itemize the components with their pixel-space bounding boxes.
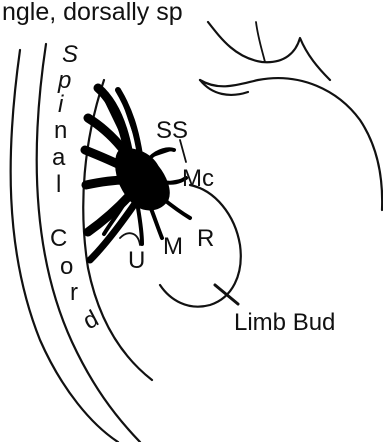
caption-fragment: ngle, dorsally sp <box>2 0 183 26</box>
label-m: M <box>163 233 183 260</box>
spinal-letter-s: S <box>62 41 78 68</box>
spinal-letter-l: l <box>56 171 61 198</box>
label-ss: SS <box>156 117 188 144</box>
nerve-branch-m <box>150 206 162 238</box>
label-mc: Mc <box>182 165 214 192</box>
spinal-letter-i: i <box>58 91 64 118</box>
dorsal-structure-branch <box>256 22 265 62</box>
u-pointer <box>120 233 140 245</box>
spinal-letter-o: o <box>60 253 73 280</box>
label-limb-bud: Limb Bud <box>234 309 335 336</box>
body-wall-curve <box>200 78 382 210</box>
label-r: R <box>197 225 214 252</box>
dorsal-structure-curve <box>208 22 330 80</box>
spinal-letter-r: r <box>70 279 78 306</box>
nerve-branch-r <box>162 198 190 218</box>
spinal-letter-p: p <box>57 67 71 94</box>
nerve-root-4 <box>86 180 126 185</box>
nerve-branch-upper <box>150 149 174 158</box>
spinal-letter-c: C <box>50 225 67 252</box>
spinal-letter-a: a <box>52 144 66 171</box>
label-u: U <box>128 247 145 274</box>
body-wall-upper-edge <box>200 80 248 95</box>
spinal-letter-n: n <box>54 117 67 144</box>
